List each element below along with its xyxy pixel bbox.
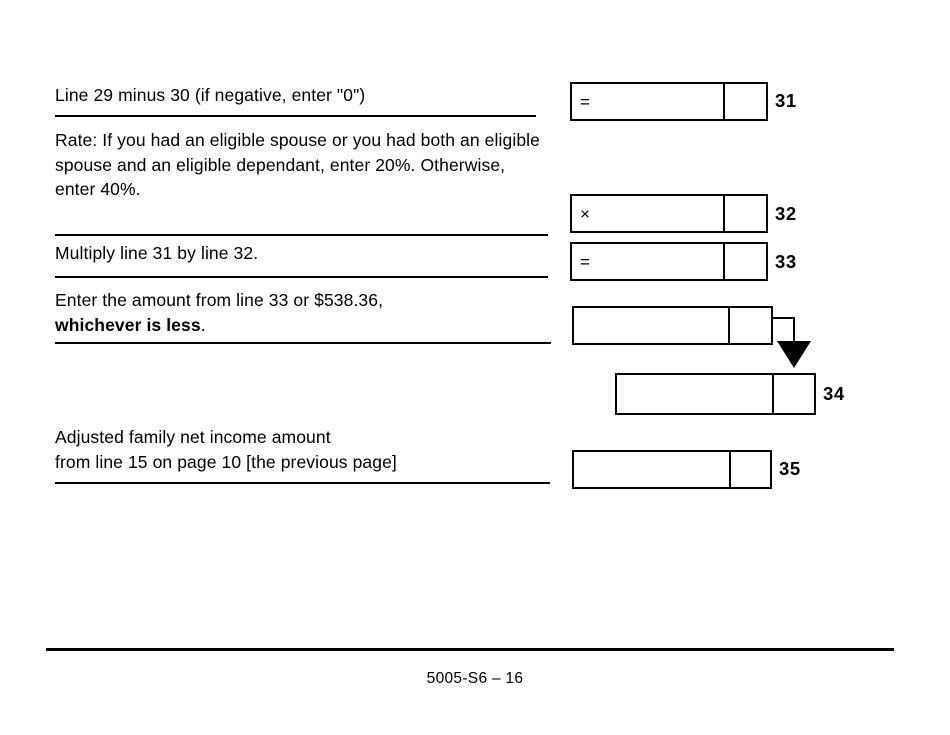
line-31-cents-divider — [723, 84, 725, 119]
line-32-description: Rate: If you had an eligible spouse or y… — [55, 130, 540, 199]
line-number-34: 34 — [823, 383, 845, 404]
line-34-carry-box[interactable] — [572, 306, 773, 345]
line-35-amount-box[interactable] — [572, 450, 772, 489]
line-34-description-emphasis: whichever is less — [55, 314, 201, 335]
line-33-cents-divider — [723, 244, 725, 279]
line-35-cents-divider — [729, 452, 731, 487]
line-number-35: 35 — [779, 458, 801, 479]
line-34-carry-cents-divider — [728, 308, 730, 343]
line-33-underline — [55, 276, 548, 278]
line-34-underline — [55, 342, 551, 344]
line-34-description-part3: . — [200, 314, 206, 335]
line-number-31: 31 — [775, 90, 797, 111]
line-34-description: Enter the amount from line 33 or $538.36… — [55, 288, 555, 337]
line-33-description: Multiply line 31 by line 32. — [55, 243, 259, 263]
footer-page-label: 5005-S6 – 16 — [426, 670, 524, 687]
line-31-operator: = — [580, 92, 590, 111]
carry-connector-horizontal — [773, 317, 795, 319]
line-number-32: 32 — [775, 203, 797, 224]
line-33-amount-box[interactable]: = — [570, 242, 768, 281]
line-34-amount-box[interactable] — [615, 373, 816, 415]
carry-connector-vertical — [793, 317, 795, 343]
footer-divider — [46, 648, 894, 651]
line-35-underline — [55, 482, 550, 484]
line-34-cents-divider — [772, 375, 774, 413]
line-number-33: 33 — [775, 251, 797, 272]
line-33-operator: = — [580, 252, 590, 271]
line-32-underline — [55, 234, 548, 236]
line-32-cents-divider — [723, 196, 725, 231]
line-34-description-part1: Enter the amount from line 33 or $538.36… — [55, 290, 384, 310]
carry-arrow-icon — [777, 341, 811, 368]
line-35-description: Adjusted family net income amount from l… — [55, 427, 397, 472]
line-31-underline — [55, 115, 536, 117]
line-32-amount-box[interactable]: × — [570, 194, 768, 233]
line-32-operator: × — [580, 204, 590, 223]
line-31-description: Line 29 minus 30 (if negative, enter "0"… — [55, 85, 366, 105]
line-31-amount-box[interactable]: = — [570, 82, 768, 121]
